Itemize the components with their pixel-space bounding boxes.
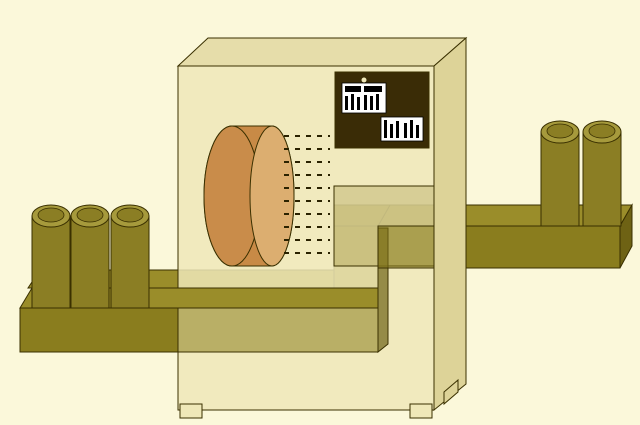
panel-display-1-bars [345,86,382,110]
coil-front-face [249,125,295,267]
can-group-left [31,204,150,309]
panel-display-2-bars [384,120,419,138]
can-left-1 [31,204,71,309]
can-left-2 [70,204,110,309]
cabinet-foot-left [179,403,203,419]
cabinet-foot-right [409,403,433,419]
panel-knob [361,77,367,83]
cabinet-top [176,37,468,67]
conveyor-right-end [619,203,633,269]
induction-coil-icon [203,125,295,267]
conveyor-right-inner [377,225,435,269]
conveyor-front-left-face [19,307,179,353]
control-panel-icon [334,71,430,149]
conveyor-front-inner-face [177,307,379,353]
conveyor-belt-icon [19,185,435,354]
can-left-3 [110,204,150,309]
field-lines [284,135,330,254]
cabinet-foot-side [443,378,459,406]
cabinet-side [433,36,467,412]
can-right-2 [582,120,622,227]
can-group-right [540,120,622,227]
can-right-1 [540,120,580,227]
